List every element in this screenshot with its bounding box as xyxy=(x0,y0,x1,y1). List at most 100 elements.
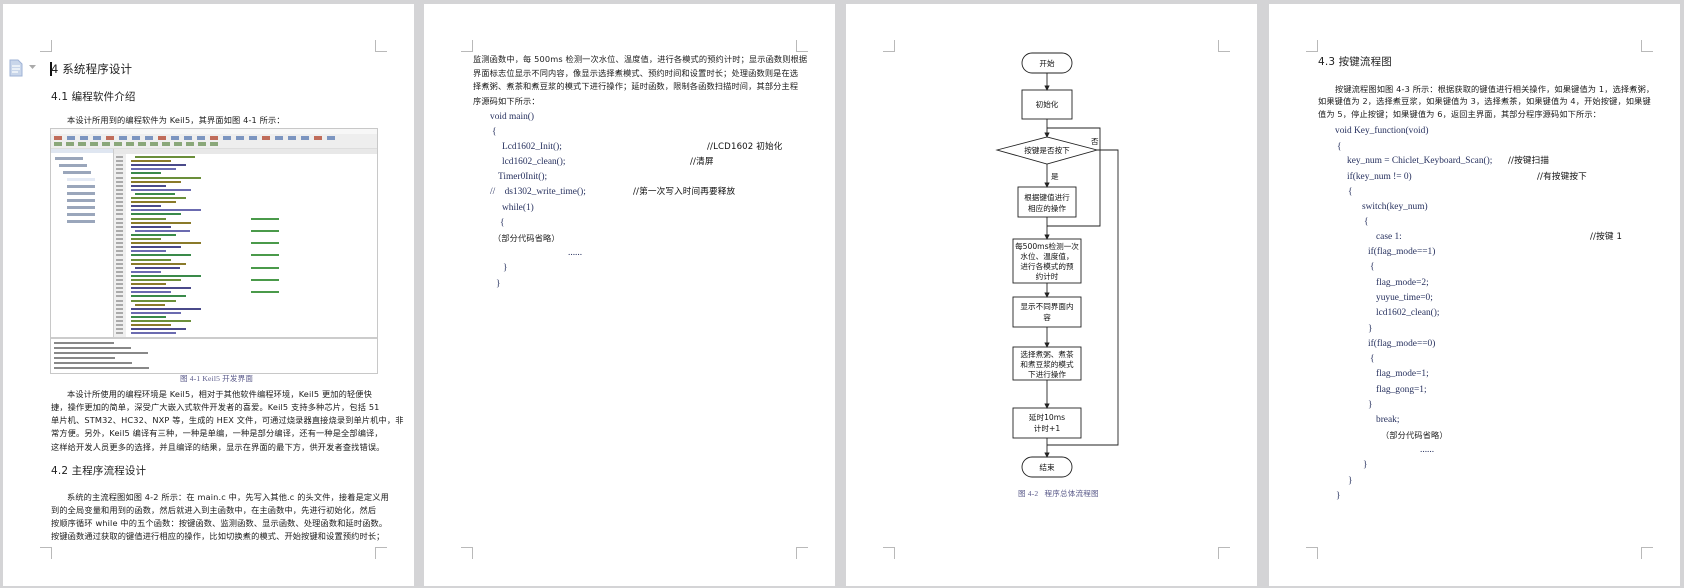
code-line: { xyxy=(1337,142,1342,152)
figure-caption-4-1: 图 4-1 Keil5 开发界面 xyxy=(180,374,254,383)
ide-code-line xyxy=(131,328,186,331)
ide-toolbar-button xyxy=(66,142,74,146)
init-label: 初始化 xyxy=(1036,99,1059,109)
ide-line-number xyxy=(116,221,123,224)
ide-toolbar-button xyxy=(210,142,218,146)
code-line: flag_mode=2; xyxy=(1376,278,1429,288)
margin-corner-mark xyxy=(40,547,52,559)
ide-code-line xyxy=(131,254,191,257)
code-line: （部分代码省略） xyxy=(1381,430,1448,440)
code-line: ...... xyxy=(568,248,583,258)
key-action-label: 根据键值进行 xyxy=(1024,192,1070,202)
margin-corner-mark xyxy=(461,40,473,52)
ide-code-comment xyxy=(251,217,279,220)
keil-paragraph-line: 本设计所使用的编程环境是 Keil5，相对于其他软件编程环境，Keil5 更加的… xyxy=(67,389,372,399)
ide-line-number xyxy=(116,258,123,261)
delay-label: 延时10ms xyxy=(1029,412,1065,422)
ide-line-number xyxy=(116,229,123,232)
monitor-box xyxy=(1012,238,1082,284)
code-line: } xyxy=(503,263,508,273)
ide-code-line xyxy=(131,324,171,327)
ide-code-line xyxy=(135,192,175,195)
ide-toolbar-button xyxy=(119,136,127,140)
page-4 xyxy=(1269,4,1680,586)
margin-corner-mark xyxy=(1218,40,1230,52)
ide-line-number xyxy=(116,176,123,179)
code-line: } xyxy=(496,279,501,289)
display-box xyxy=(1012,296,1082,328)
ide-code-line xyxy=(131,205,161,208)
ide-code-line xyxy=(131,320,191,322)
ide-code-line xyxy=(131,262,186,265)
ide-code-line xyxy=(131,270,161,273)
ide-line-number xyxy=(116,320,123,322)
ide-code-line xyxy=(131,307,201,310)
ide-line-number xyxy=(116,283,123,286)
ide-code-line xyxy=(131,332,176,335)
ide-code-line xyxy=(131,250,166,253)
section-heading-4-3: 4.3 按键流程图 xyxy=(1318,56,1392,68)
ide-toolbar-button xyxy=(102,142,110,146)
ide-line-number xyxy=(116,197,123,199)
ide-line-number xyxy=(116,238,123,240)
keil-paragraph-line: 这样给开发人员更多的选择，并且编译的结果，显示在界面的最下方，供开发者查找错误。 xyxy=(51,442,385,452)
intro-paragraph: 本设计所用到的编程软件为 Keil5，其界面如图 4-1 所示： xyxy=(67,115,285,125)
ide-toolbar-button xyxy=(114,142,122,146)
ide-line-number xyxy=(116,266,123,269)
code-comment: //有按键按下 xyxy=(1537,172,1587,182)
ide-project-tree-item xyxy=(67,199,95,202)
ide-toolbar-button xyxy=(210,136,218,140)
margin-corner-mark xyxy=(375,40,387,52)
page-2 xyxy=(424,4,835,586)
margin-corner-mark xyxy=(796,40,808,52)
code-line: while(1) xyxy=(502,203,534,213)
ide-code-line xyxy=(131,315,166,318)
paragraph-line: 界面标志位显示不同内容，像显示选择煮模式、预约时间和设置时长；处理函数则是在选 xyxy=(473,68,799,78)
ide-project-tree-item xyxy=(67,206,95,209)
display-label: 显示不同界面内 xyxy=(1020,301,1073,311)
caret-down-icon[interactable] xyxy=(29,65,36,70)
ide-toolbar-button xyxy=(126,142,134,146)
ide-toolbar-button xyxy=(198,142,206,146)
code-line: yuyue_time=0; xyxy=(1376,293,1433,303)
process-label: 下进行操作 xyxy=(1028,369,1066,379)
code-line: flag_gong=1; xyxy=(1376,385,1427,395)
ide-code-line xyxy=(131,279,181,281)
ide-code-line xyxy=(135,156,195,158)
margin-corner-mark xyxy=(883,40,895,52)
margin-corner-mark xyxy=(375,547,387,559)
ide-code-line xyxy=(131,209,201,212)
ide-toolbar-button xyxy=(174,142,182,146)
ide-toolbar-button xyxy=(327,136,335,140)
paragraph-line: 值为 5，停止按键；如果键值为 6，返回主界面，其部分程序源码如下所示： xyxy=(1318,109,1602,119)
ide-line-number xyxy=(116,233,123,236)
ide-code-line xyxy=(131,295,186,298)
ide-toolbar-button xyxy=(145,136,153,140)
code-comment: //按键扫描 xyxy=(1508,156,1550,166)
main-flow-paragraph-line: 到的全局变量和用到的函数，然后就进入到主函数中，在主函数中，先进行初始化，然后 xyxy=(51,505,377,515)
ide-code-line xyxy=(131,172,161,175)
paragraph-line: 监测函数中，每 500ms 检测一次水位、温度值，进行各模式的预约计时；显示函数… xyxy=(473,54,808,64)
figure-caption-4-2: 图 4-2 程序总体流程图 xyxy=(1018,489,1099,498)
ide-code-line xyxy=(131,168,176,171)
margin-corner-mark xyxy=(1641,40,1653,52)
ide-code-line xyxy=(131,238,161,240)
section-heading-4-1: 4.1 编程软件介绍 xyxy=(51,91,136,103)
code-line: lcd1602_clean(); xyxy=(502,157,566,167)
ide-toolbar-button xyxy=(150,142,158,146)
loop-back-line xyxy=(1047,127,1101,227)
document-outline-icon[interactable] xyxy=(9,59,23,77)
paragraph-line: 序源码如下所示： xyxy=(473,96,540,106)
ide-code-comment xyxy=(251,266,279,269)
ide-line-number xyxy=(116,246,123,249)
code-line: if(flag_mode==0) xyxy=(1368,339,1436,349)
process-label: 和煮豆浆的模式 xyxy=(1020,359,1074,369)
code-line: ...... xyxy=(1420,445,1435,455)
ide-code-line xyxy=(131,184,166,187)
code-line: key_num = Chiclet_Keyboard_Scan(); xyxy=(1347,156,1495,166)
margin-corner-mark xyxy=(461,547,473,559)
key-action-label: 相应的操作 xyxy=(1028,203,1066,213)
margin-corner-mark xyxy=(40,40,52,52)
ide-toolbar-button xyxy=(54,136,62,140)
ide-toolbar-button xyxy=(138,142,146,146)
